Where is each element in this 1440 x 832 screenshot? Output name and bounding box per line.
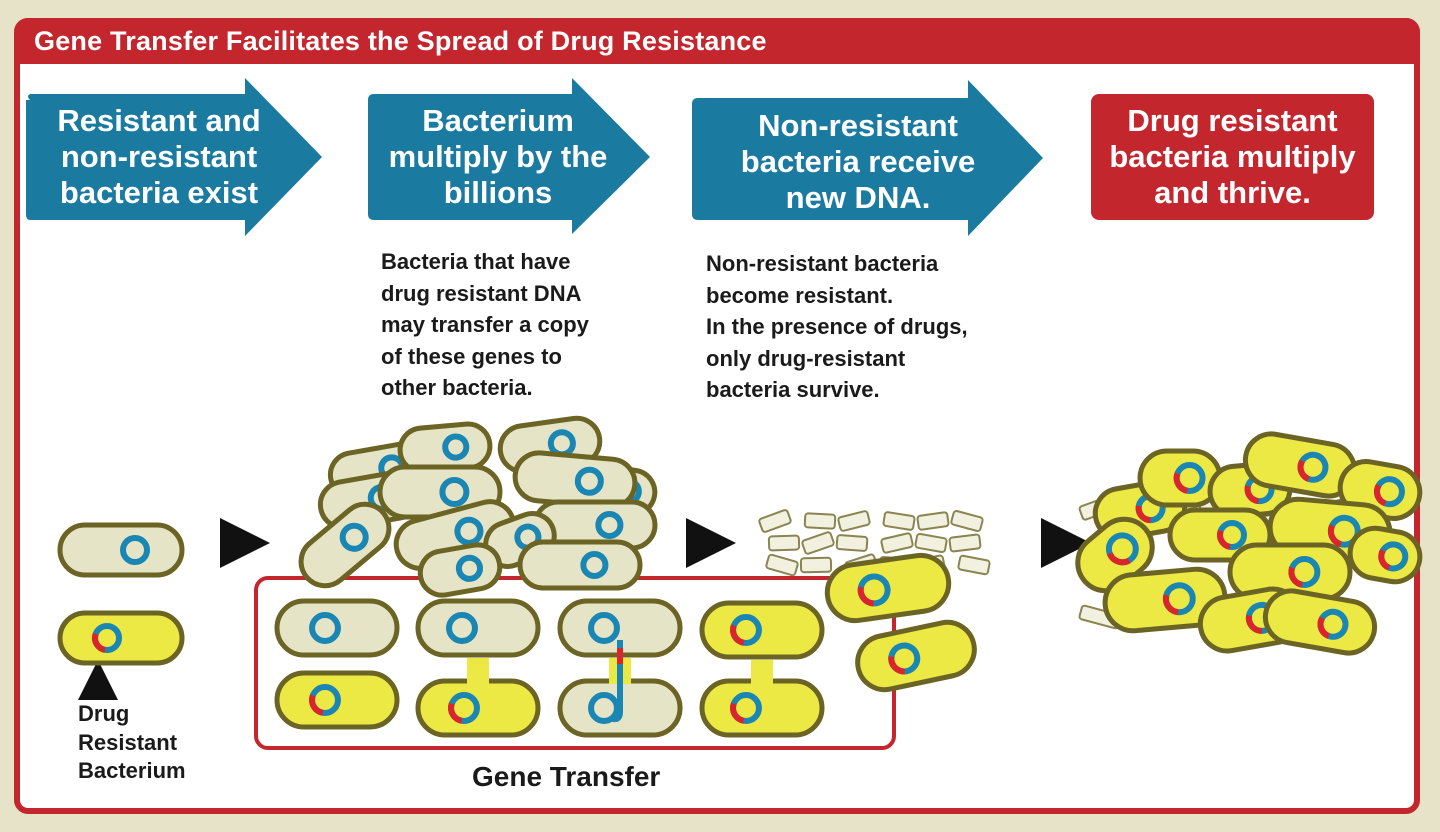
nonresistant-bacterium: [274, 598, 400, 658]
step-arrow-2: [368, 78, 650, 234]
resistance-gene: [1217, 529, 1231, 550]
dead-bacterium-fragment: [950, 510, 984, 532]
plasmid-ring: [439, 477, 470, 507]
resistance-gene: [1378, 548, 1391, 571]
dead-bacterium-fragment: [880, 532, 914, 554]
gene-transfer-label: Gene Transfer: [472, 761, 661, 792]
plasmid-ring: [446, 612, 478, 644]
step-arrow-1: [26, 78, 322, 236]
step-box-4: [1091, 94, 1374, 220]
plasmid-ring: [454, 516, 484, 546]
step-2-text: Bacterium multiply by the billions: [388, 103, 608, 210]
dead-bacterium-fragment: [916, 511, 950, 531]
resistance-gene: [1297, 459, 1311, 482]
dead-bacterium-fragment: [799, 556, 833, 574]
plasmid-ring: [339, 522, 369, 552]
resistant-bacterium: [1262, 588, 1378, 656]
plasmid-ring: [574, 466, 604, 496]
dead-bacterium-fragment: [758, 509, 792, 533]
dead-bacterium-fragment: [948, 533, 982, 553]
resistance-gene: [1162, 594, 1179, 616]
resistant-bacterium: [57, 610, 185, 666]
resistance-gene: [92, 632, 106, 653]
plasmid-ring: [309, 612, 341, 644]
drug-resistant-bacterium-label: Drug Resistant Bacterium: [78, 701, 186, 783]
resistance-gene: [1173, 472, 1189, 494]
dead-bacterium-fragment: [835, 534, 869, 552]
plasmid-ring: [120, 535, 150, 565]
description-gene-copy: Bacteria that have drug resistant DNA ma…: [381, 249, 589, 400]
resistance-gene: [1106, 552, 1131, 566]
step-1-text: Resistant and non-resistant bacteria exi…: [57, 103, 261, 210]
plasmid-ring: [455, 554, 484, 582]
resistant-bacterium: [415, 678, 541, 738]
nonresistant-bacterium: [417, 542, 503, 598]
title-bar: [14, 18, 1420, 64]
dead-bacterium-fragment: [801, 531, 835, 555]
dna-strand: [608, 640, 623, 723]
plasmid-ring: [442, 433, 470, 461]
dead-bacterium-fragment: [803, 512, 837, 530]
resistance-gene: [1288, 566, 1303, 588]
resistant-bacterium: [274, 670, 400, 730]
resistance-gene: [888, 656, 905, 675]
resistance-gene: [730, 702, 745, 724]
resistant-bacterium: [1137, 448, 1223, 508]
resistant-bacterium: [699, 678, 825, 738]
step-arrow-3: [692, 80, 1043, 236]
dead-bacterium-fragment: [767, 534, 801, 552]
dead-bacterium-fragment: [957, 554, 991, 576]
nonresistant-bacterium: [415, 598, 541, 658]
resistance-gene: [857, 586, 875, 607]
dead-bacterium-fragment: [882, 511, 916, 531]
resistance-gene: [448, 702, 463, 724]
nonresistant-bacterium: [512, 450, 638, 510]
dead-bacterium-fragment: [914, 532, 948, 554]
resistance-gene: [1135, 505, 1151, 524]
resistance-gene: [309, 694, 324, 716]
resistance-gene: [1245, 615, 1263, 634]
dead-bacterium-fragment: [837, 510, 871, 532]
nonresistant-bacterium: [517, 539, 643, 591]
resistance-gene: [1327, 524, 1342, 548]
dead-bacterium-fragment: [765, 553, 799, 577]
plasmid-ring: [580, 550, 609, 580]
resistant-bacterium: [699, 600, 825, 660]
step-3-text: Non-resistant bacteria receive new DNA.: [740, 108, 976, 215]
description-resistance: Non-resistant bacteria become resistant.…: [706, 251, 968, 402]
step-4-text: Drug resistant bacteria multiply and thr…: [1109, 103, 1356, 210]
plasmid-ring: [595, 510, 624, 540]
conjugation-bridge: [467, 658, 489, 684]
resistant-bacterium: [1227, 542, 1353, 602]
resistance-gene: [1374, 483, 1387, 507]
nonresistant-bacterium: [298, 501, 392, 589]
resistance-gene: [730, 624, 745, 646]
diagram-title: Gene Transfer Facilitates the Spread of …: [34, 26, 767, 56]
resistance-gene: [1244, 485, 1260, 505]
resistant-bacterium: [855, 619, 977, 693]
nonresistant-bacterium: [557, 598, 683, 658]
resistant-bacterium: [824, 552, 952, 624]
nonresistant-bacterium: [57, 522, 185, 578]
resistant-bacterium: [1347, 525, 1423, 585]
plasmid-ring: [588, 692, 620, 724]
conjugation-bridge: [751, 660, 773, 684]
plasmid-ring: [588, 612, 620, 644]
resistance-gene: [1317, 616, 1331, 639]
